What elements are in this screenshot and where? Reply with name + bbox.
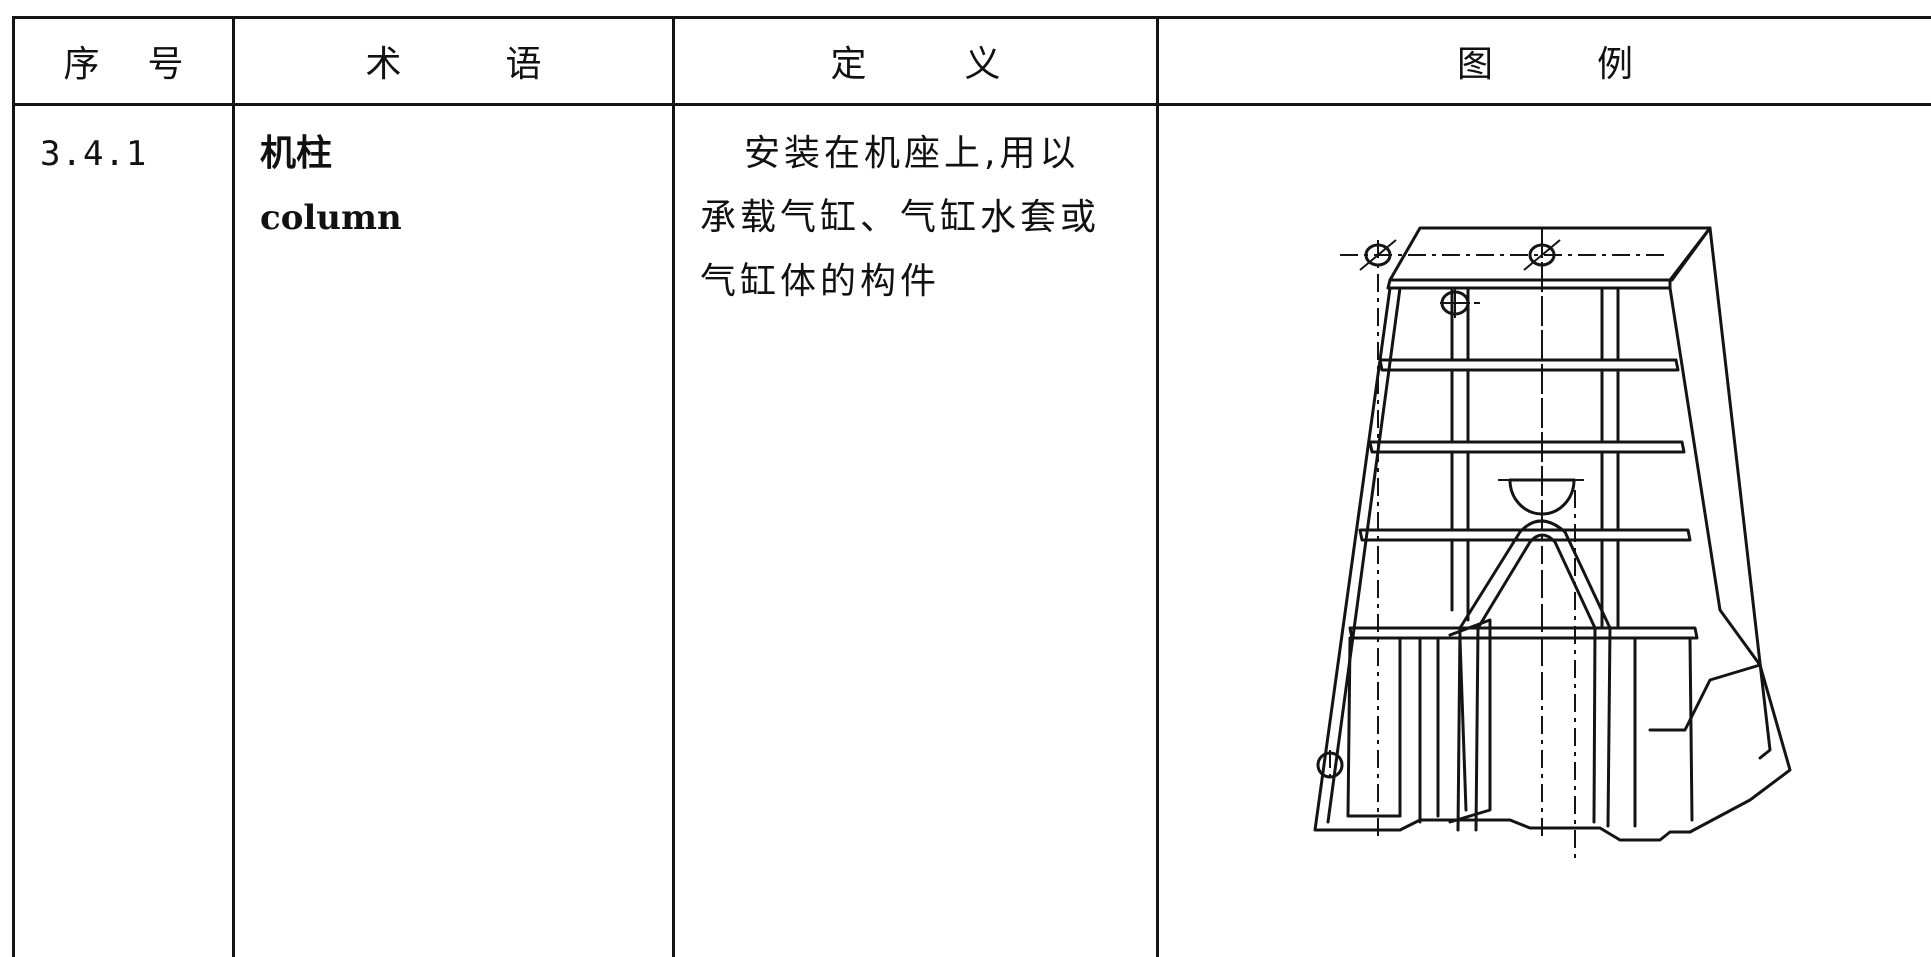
column-technical-drawing-icon [1313, 226, 1792, 860]
header-term-char-1: 术 [365, 44, 402, 85]
header-definition: 定 义 [675, 18, 1156, 104]
definition-line-2: 承载气缸、气缸水套或 [700, 197, 1101, 238]
header-figure: 图 例 [1159, 18, 1931, 104]
header-term: 术 语 [235, 18, 672, 104]
header-definition-char-2: 义 [964, 44, 1001, 85]
term-english: column [260, 198, 402, 238]
column-divider-3 [1156, 16, 1159, 957]
header-term-char-2: 语 [505, 44, 542, 85]
term-serial-number: 3.4.1 [40, 134, 148, 174]
header-figure-char-1: 图 [1457, 44, 1494, 85]
header-serial-char-1: 序 [63, 44, 100, 85]
column-divider-2 [672, 16, 675, 957]
header-serial: 序 号 [15, 18, 232, 104]
header-definition-char-1: 定 [830, 44, 867, 85]
header-bottom-border [12, 103, 1931, 106]
definition-line-1: 安装在机座上,用以 [744, 133, 1080, 174]
table-top-border [12, 16, 1931, 19]
column-divider-1 [232, 16, 235, 957]
term-chinese: 机柱 [260, 133, 333, 174]
definition-line-3: 气缸体的构件 [700, 261, 941, 302]
term-definition: 安装在机座上,用以 承载气缸、气缸水套或 气缸体的构件 [700, 122, 1136, 314]
header-figure-char-2: 例 [1596, 44, 1633, 85]
header-serial-char-2: 号 [147, 44, 184, 85]
table-left-border [12, 16, 15, 957]
